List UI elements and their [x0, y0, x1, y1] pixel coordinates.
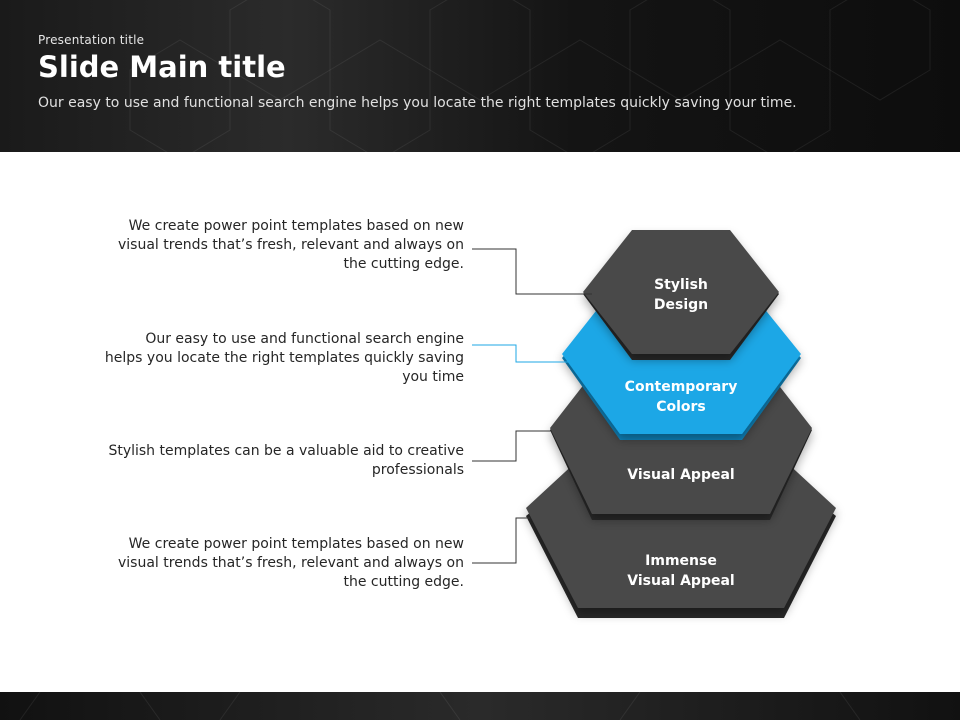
- hexagon-label-level-1: Stylish Design: [581, 275, 781, 315]
- slide-subtitle: Our easy to use and functional search en…: [38, 95, 797, 111]
- connector-level-1: [472, 248, 592, 295]
- hexagon-label-level-3: Visual Appeal: [581, 465, 781, 485]
- description-level-2: Our easy to use and functional search en…: [104, 331, 464, 385]
- connector-level-4: [472, 517, 530, 564]
- hexagon-label-level-1-line-2: Design: [653, 297, 709, 313]
- presentation-title: Presentation title: [38, 33, 145, 47]
- hexagon-label-level-4-line-1: Immense: [645, 553, 717, 569]
- slide-footer: [0, 692, 960, 720]
- hexagon-label-level-2-line-1: Contemporary: [624, 379, 738, 395]
- hexagon-label-level-4-line-2: Visual Appeal: [627, 573, 735, 589]
- description-level-1: We create power point templates based on…: [118, 218, 464, 272]
- hexagon-label-level-3-line-1: Visual Appeal: [627, 467, 735, 483]
- slide-main-title: Slide Main title: [38, 50, 286, 84]
- hexagon-pattern-background: [129, 0, 931, 152]
- hexagon-label-level-2-line-2: Colors: [656, 399, 706, 415]
- footer-hexagon-pattern: [19, 692, 861, 720]
- description-level-4: We create power point templates based on…: [118, 536, 464, 590]
- connector-level-3: [472, 430, 552, 462]
- hexagon-level-1: [583, 230, 779, 360]
- slide-header: Presentation title Slide Main title Our …: [0, 0, 960, 152]
- hexagon-label-level-2: Contemporary Colors: [581, 377, 781, 417]
- hexagon-label-level-1-line-1: Stylish: [654, 277, 708, 293]
- description-level-3: Stylish templates can be a valuable aid …: [108, 443, 464, 478]
- connector-level-2: [472, 344, 568, 363]
- hexagon-label-level-4: Immense Visual Appeal: [581, 551, 781, 591]
